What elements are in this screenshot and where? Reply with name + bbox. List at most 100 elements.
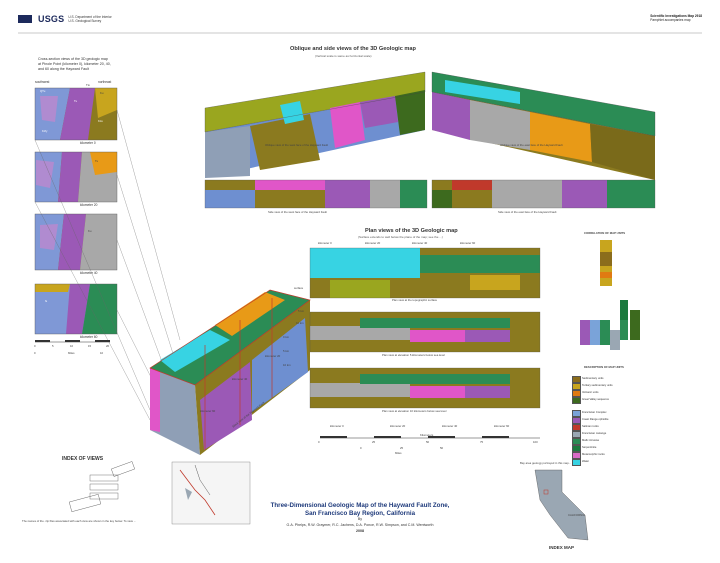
plan-top-km40: kilometer 40 xyxy=(412,241,428,245)
legend-swatch-5 xyxy=(572,417,581,424)
series-info: Scientific Investigations Map 2918 Pamph… xyxy=(650,14,702,22)
legend-label-2: Volcanic units xyxy=(582,391,599,394)
correlation-chart xyxy=(580,240,640,350)
legend-label-6: Salinian rocks xyxy=(582,425,599,428)
plan-caption-surface: Plan view at the topographic surface xyxy=(392,298,438,302)
map-title-line-2: San Francisco Bay Region, California xyxy=(304,510,416,517)
index-map-note: Bay area geology portrayed in this map..… xyxy=(520,461,571,465)
plan-bottom-km60: kilometer 60 xyxy=(494,424,510,428)
legend-label-8: Mafic intrusive xyxy=(582,439,600,442)
oblique-view-east xyxy=(431,71,656,180)
plan-scale-50: 50 xyxy=(426,440,430,444)
plan-scale-unit-mi: Miles xyxy=(395,451,402,455)
index-views-diagram xyxy=(68,461,135,512)
plan-view-5km xyxy=(309,311,541,353)
unit-label-qtu: QTu xyxy=(40,89,46,93)
plan-scale-bottom-50: 50 xyxy=(440,446,444,450)
legend-swatch-0 xyxy=(572,376,581,383)
side-west-caption: Side view of the west face of the Haywar… xyxy=(268,210,327,214)
plan-top-km0: kilometer 0 xyxy=(318,241,332,245)
legend-label-0: Sedimentary units xyxy=(582,377,604,380)
xs-scale-tick-20: 20 xyxy=(106,344,110,348)
map-title-line-1: Three-Dimensional Geologic Map of the Ha… xyxy=(270,502,450,509)
block-diagram xyxy=(149,289,311,455)
unit-label-tlo: Tlo xyxy=(86,83,90,87)
plan-side-surface: surface xyxy=(294,286,304,290)
plan-scale-bottom-25: 25 xyxy=(400,446,404,450)
plan-top-km20: kilometer 20 xyxy=(365,241,381,245)
usgs-header: USGS U.S. Department of the Interior U.S… xyxy=(18,14,112,24)
unit-label-ku-2: Ku xyxy=(88,229,92,233)
xs-scale-tick-15: 15 xyxy=(88,344,92,348)
block-depth-5: 5 km xyxy=(283,349,290,353)
usgs-logo-text: USGS xyxy=(38,14,65,24)
dept-line-2: U.S. Geological Survey xyxy=(68,19,102,23)
cross-section-scale-bar xyxy=(35,340,110,343)
plan-top-km60: kilometer 60 xyxy=(460,241,476,245)
index-views-title: INDEX OF VIEWS xyxy=(62,456,104,462)
plan-scale-0: 0 xyxy=(318,440,320,444)
authors: G.A. Phelps, R.W. Graymer, R.C. Jachens,… xyxy=(286,523,434,527)
usgs-logo-icon xyxy=(18,15,32,23)
legend-swatch-9 xyxy=(572,445,581,452)
index-map-state: CALIFORNIA xyxy=(568,513,585,517)
southwest-label: southwest xyxy=(35,80,50,84)
plan-scale-bottom-0: 0 xyxy=(360,446,362,450)
description-title: DESCRIPTION OF MAP UNITS xyxy=(584,365,624,369)
legend-swatch-2 xyxy=(572,390,581,397)
legend-swatch-4 xyxy=(572,410,581,417)
plan-caption-5km: Plan view at elevation 5 kilometers belo… xyxy=(382,353,445,357)
plan-title: Plan views of the 3D Geologic map xyxy=(365,228,458,234)
plan-scale-bar xyxy=(320,436,540,439)
plan-subtitle: (Surface extends to well below the plane… xyxy=(358,235,443,239)
unit-label-tu-2: Tu xyxy=(95,159,99,163)
legend-swatch-10 xyxy=(572,452,581,459)
block-km20: kilometer 20 xyxy=(265,354,281,358)
plan-scale-75: 75 xyxy=(480,440,484,444)
index-views-note: The names of the .zip files associated w… xyxy=(22,519,137,523)
unit-label-kjo: KJo xyxy=(98,119,103,123)
xs-scale-tick-10: 10 xyxy=(70,344,74,348)
legend-swatch-7 xyxy=(572,431,581,438)
xs-scale-bottom-0: 0 xyxy=(34,351,36,355)
cross-section-km0 xyxy=(34,87,118,141)
plan-side-10km: 10 km xyxy=(296,321,304,325)
by-line: By xyxy=(357,517,363,521)
block-depth-0: 0 km xyxy=(283,335,290,339)
plan-caption-10km: Plan view at elevation 10 kilometers bel… xyxy=(382,409,447,413)
unit-label-fs: fs xyxy=(45,299,48,303)
side-view-east xyxy=(431,179,656,209)
legend-label-1: Tertiary sedimentary units xyxy=(582,384,613,387)
legend-swatch-6 xyxy=(572,424,581,431)
legend-swatch-3 xyxy=(572,397,581,404)
plan-view-10km xyxy=(309,367,541,409)
cross-section-km20 xyxy=(34,151,118,203)
plan-bottom-km20: kilometer 20 xyxy=(390,424,406,428)
legend-label-7: Franciscan melange xyxy=(582,432,607,435)
unit-label-tu: Tu xyxy=(74,99,78,103)
oblique-title: Oblique and side views of the 3D Geologi… xyxy=(290,46,416,52)
legend-swatch-1 xyxy=(572,383,581,390)
series-number: Scientific Investigations Map 2918 xyxy=(650,14,702,18)
dept-line-1: U.S. Department of the Interior xyxy=(68,15,112,19)
department-lines: U.S. Department of the Interior U.S. Geo… xyxy=(68,15,111,23)
legend-label-11: Water xyxy=(582,460,590,463)
xs-scale-bottom-10: 10 xyxy=(100,351,104,355)
xs-scale-tick-5: 5 xyxy=(52,344,54,348)
legend-label-9: Serpentinite xyxy=(582,446,597,449)
legend-swatch-11 xyxy=(572,459,581,466)
legend-label-3: Great Valley sequence xyxy=(582,398,609,401)
cross-section-km0-label: kilometer 0 xyxy=(80,141,96,145)
xs-scale-tick-0: 0 xyxy=(34,344,36,348)
oblique-east-caption: Oblique view of the east face of the Hay… xyxy=(500,143,563,147)
legend-swatch-8 xyxy=(572,438,581,445)
side-view-west xyxy=(204,179,428,209)
cross-section-title-1: Cross-section views of the 3D geologic m… xyxy=(38,57,108,61)
california-index-map xyxy=(534,469,589,541)
cross-section-km60-label: kilometer 60 xyxy=(80,335,98,339)
plan-scale-100: 100 xyxy=(533,440,538,444)
plan-scale-unit-km: Kilometers xyxy=(420,433,434,437)
legend-label-10: Metamorphic rocks xyxy=(582,453,605,456)
cross-section-km40 xyxy=(34,213,118,271)
